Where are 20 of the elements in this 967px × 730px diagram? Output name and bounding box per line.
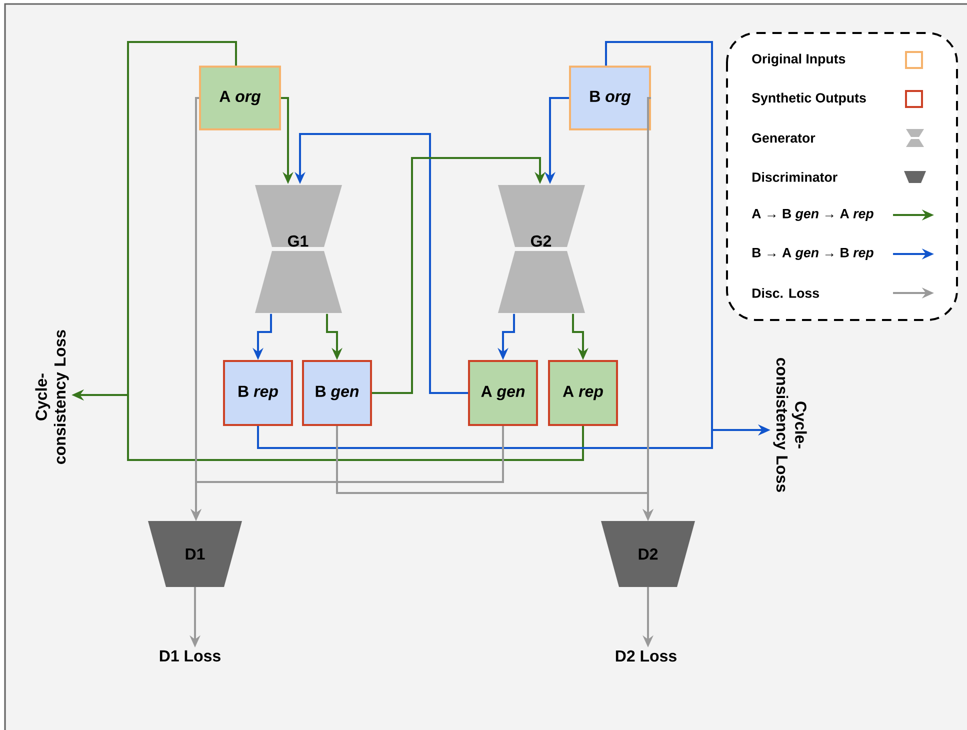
node-label: G1 — [288, 235, 308, 247]
legend-label: Original Inputs — [752, 54, 846, 66]
legend-label: Discriminator — [752, 172, 838, 182]
image-box: A gen — [468, 360, 538, 426]
image-box: A org — [199, 66, 281, 130]
loss-label: Cycle-consistency Loss — [773, 358, 807, 492]
image-box: B org — [569, 66, 651, 130]
arrow — [372, 157, 546, 394]
legend-label: Synthetic Outputs — [752, 92, 866, 106]
node-label: G2 — [530, 235, 552, 247]
loss-label: D2 Loss — [616, 650, 676, 662]
legend-label: Disc. Loss — [752, 288, 819, 298]
loss-label: D1 Loss — [160, 650, 220, 662]
image-box: B rep — [223, 360, 293, 426]
loss-label: Cycle-consistency Loss — [35, 330, 69, 464]
legend-label: B → A gen → B rep — [752, 248, 874, 260]
image-box: A rep — [548, 360, 618, 426]
legend-label: Generator — [752, 133, 816, 143]
legend-label: A → B gen → A rep — [752, 209, 874, 221]
image-box: B gen — [302, 360, 372, 426]
